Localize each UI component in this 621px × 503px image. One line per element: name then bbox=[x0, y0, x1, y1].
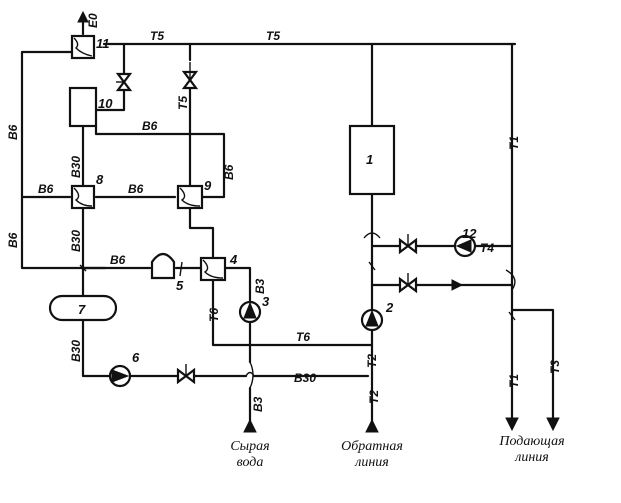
label-b6-lower: В6 bbox=[110, 253, 126, 267]
pipe-b30-lower bbox=[81, 316, 112, 378]
pump-3 bbox=[238, 300, 262, 324]
bottom-arrows bbox=[243, 417, 560, 433]
pipe-hx9-to-hx4 bbox=[188, 206, 215, 260]
label-equipment-3: 3 bbox=[262, 294, 270, 309]
arrow-t3-supply bbox=[546, 417, 560, 432]
pipe-hx4-to-pump3 bbox=[224, 266, 252, 304]
label-equipment-2: 2 bbox=[385, 300, 394, 315]
tick-mark-1 bbox=[368, 261, 376, 271]
pipe-t5-to-deaerator bbox=[94, 42, 126, 112]
label-equipment-8: 8 bbox=[96, 172, 104, 187]
label-e0-exhaust: Е0 bbox=[86, 13, 100, 28]
label-t5-top-left: Т5 bbox=[150, 29, 164, 43]
heat-exchanger-8 bbox=[70, 184, 96, 210]
crossing-hop-upper bbox=[363, 232, 381, 239]
pump-12 bbox=[453, 234, 477, 258]
caption-return-line-line2: линия bbox=[354, 455, 389, 470]
label-equipment-7: 7 bbox=[78, 302, 86, 317]
arrow-raw-water bbox=[243, 418, 257, 433]
label-b30-middle: В30 bbox=[69, 230, 83, 252]
pipe-t6 bbox=[211, 278, 374, 347]
label-b3-bottom: В3 bbox=[251, 396, 265, 412]
heat-exchanger-11 bbox=[70, 34, 96, 60]
label-b6-hx8-left: В6 bbox=[38, 182, 54, 196]
caption-supply-line-line2: линия bbox=[514, 450, 549, 465]
label-t2-upper: Т2 bbox=[365, 354, 379, 368]
captions: Сырая вода Обратная линия Подающая линия bbox=[230, 434, 564, 470]
label-equipment-5: 5 bbox=[176, 278, 184, 293]
label-equipment-9: 9 bbox=[204, 178, 212, 193]
label-equipment-1: 1 bbox=[366, 152, 373, 167]
caption-supply-line-line1: Подающая bbox=[498, 434, 564, 449]
label-b30-upper: В30 bbox=[69, 156, 83, 178]
label-b30-bottom: В30 bbox=[294, 371, 316, 385]
tick-mark-2 bbox=[508, 311, 516, 321]
label-t6-vertical: Т6 bbox=[207, 308, 221, 322]
piping bbox=[20, 20, 555, 427]
pump-6 bbox=[108, 364, 132, 388]
label-equipment-10: 10 bbox=[98, 96, 113, 111]
label-t1-upper: Т1 bbox=[507, 136, 521, 150]
label-b6-left-lower: В6 bbox=[6, 232, 20, 248]
crossing-hop-b3-vertical bbox=[249, 361, 254, 389]
label-t5-vertical: Т5 bbox=[176, 96, 190, 110]
valve-t5-middle bbox=[181, 62, 199, 90]
tank-5 bbox=[150, 252, 183, 280]
heat-exchanger-9 bbox=[176, 184, 204, 210]
equipment-numbers: 1 2 3 4 5 6 7 8 9 10 11 12 bbox=[78, 36, 477, 365]
valve-t5-right bbox=[115, 72, 133, 92]
label-t1-lower: Т1 bbox=[507, 374, 521, 388]
label-equipment-11: 11 bbox=[96, 36, 110, 51]
flow-arrow-lower-branch bbox=[451, 279, 464, 291]
tick-mark-3 bbox=[79, 264, 87, 272]
valve-b30-bottom bbox=[176, 364, 196, 385]
label-equipment-6: 6 bbox=[132, 350, 140, 365]
valve-lower-branch bbox=[398, 273, 418, 294]
pump-2 bbox=[360, 308, 384, 332]
heater-1 bbox=[348, 124, 396, 196]
caption-raw-water-line1: Сырая bbox=[230, 439, 269, 454]
valves bbox=[77, 10, 464, 385]
label-t6-horizontal: Т6 bbox=[296, 330, 310, 344]
label-b3-pump: В3 bbox=[253, 278, 267, 294]
flow-arrow-e0 bbox=[77, 10, 89, 23]
label-b6-mid-upper: В6 bbox=[142, 119, 158, 133]
valve-upper-branch bbox=[398, 234, 418, 255]
label-t4: Т4 bbox=[480, 241, 494, 255]
storage-tank-7 bbox=[48, 294, 118, 322]
label-b30-lower: В30 bbox=[69, 340, 83, 362]
heat-exchanger-4 bbox=[199, 256, 227, 282]
label-equipment-12: 12 bbox=[462, 226, 477, 241]
pipe-b6-top-link bbox=[94, 124, 226, 199]
pipe-crossings bbox=[79, 232, 516, 389]
pipe-b6-left-loop bbox=[20, 50, 107, 270]
label-b6-hx9-right: В6 bbox=[222, 164, 236, 180]
caption-return-line-line1: Обратная bbox=[341, 439, 403, 454]
arrow-return-line bbox=[365, 418, 379, 433]
deaerator-10 bbox=[68, 86, 98, 128]
label-t2-lower: Т2 bbox=[367, 390, 381, 404]
label-t3: Т3 bbox=[548, 360, 562, 374]
caption-raw-water-line2: вода bbox=[237, 455, 264, 470]
label-b6-left-upper: В6 bbox=[6, 124, 20, 140]
pipe-labels: Т5 Т5 Т5 В6 В6 В6 В6 В6 В6 В6 В30 В30 В3… bbox=[6, 13, 562, 412]
label-t5-top-mid: Т5 bbox=[266, 29, 280, 43]
label-equipment-4: 4 bbox=[229, 252, 238, 267]
arrow-t1-supply bbox=[505, 417, 519, 432]
pipe-t3 bbox=[510, 308, 555, 427]
label-b6-hx8-right: В6 bbox=[128, 182, 144, 196]
crossing-hop-right bbox=[505, 269, 516, 291]
